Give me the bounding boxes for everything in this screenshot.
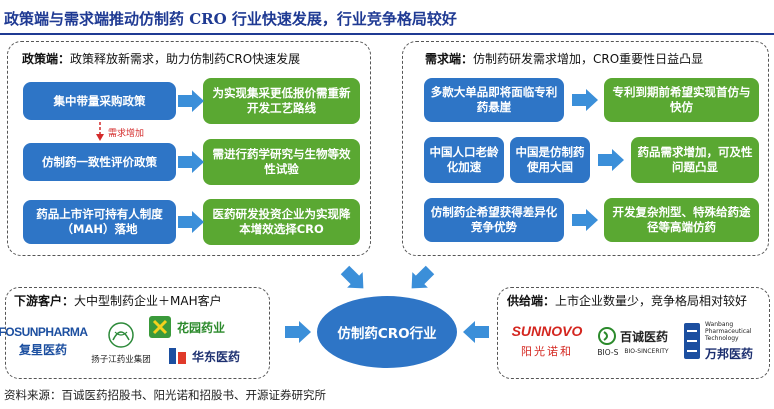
- arrow-right-icon: [178, 90, 204, 112]
- arrow-right-icon: [178, 151, 204, 173]
- huayuan-logo: 花园药业: [148, 314, 258, 340]
- bio-sincerity-logo: 百诚医药 BIO-S BIO-SINCERITY: [588, 318, 678, 366]
- yangzijiang-emblem-icon: [108, 321, 134, 348]
- policy-result-be-study: 需进行药学研究与生物等效性试验: [203, 139, 360, 185]
- policy-label: 政策端：: [22, 52, 71, 66]
- page-title: 政策端与需求端推动仿制药 CRO 行业快速发展，行业竞争格局较好: [4, 10, 457, 28]
- arrow-right-icon: [178, 211, 204, 233]
- arrow-right-icon: [285, 321, 311, 343]
- arrow-left-icon: [463, 321, 489, 343]
- demand-box-differentiation: 仿制药企希望获得差异化竞争优势: [424, 198, 564, 242]
- sunnovo-logo: SUNNOVO 阳光诺和: [508, 316, 586, 366]
- bio-s-logo-en: BIO-S: [597, 348, 619, 357]
- demand-panel-title: 需求端：仿制药研发需求增加，CRO重要性日益凸显: [425, 50, 703, 67]
- arrow-right-icon: [572, 89, 598, 111]
- bio-s-emblem-icon: [597, 327, 616, 345]
- policy-result-choose-cro: 医药研发投资企业为实现降本增效选择CRO: [203, 199, 360, 245]
- huadong-logo: 华东医药: [168, 345, 268, 367]
- huayuan-emblem-icon: [149, 316, 171, 338]
- policy-box-mah: 药品上市许可持有人制度（MAH）落地: [23, 200, 176, 244]
- demand-result-high-end: 开发复杂剂型、特殊给药途径等高端仿药: [604, 198, 759, 242]
- supply-label: 供给端：: [507, 294, 556, 308]
- title-underline: [0, 33, 774, 35]
- bio-s-logo-cn: 百诚医药: [619, 329, 668, 344]
- demand-desc: 仿制药研发需求增加，CRO重要性日益凸显: [473, 52, 704, 66]
- wanbang-emblem-icon: [684, 323, 700, 359]
- demand-increase-note: 需求增加: [108, 129, 145, 139]
- wanbang-logo-cn: 万邦医药: [705, 346, 754, 361]
- yangzijiang-logo-cn: 扬子江药业集团: [91, 354, 151, 365]
- wanbang-logo: Wanbang Pharmaceutical Technology 万邦医药: [682, 316, 768, 366]
- demand-box-generic-country: 中国是仿制药使用大国: [510, 137, 590, 183]
- demand-box-aging: 中国人口老龄化加速: [424, 137, 504, 183]
- wanbang-logo-en: Wanbang Pharmaceutical Technology: [705, 320, 752, 342]
- sunnovo-logo-en: SUNNOVO: [511, 323, 583, 339]
- policy-result-new-process: 为实现集采更低报价需重新开发工艺路线: [203, 78, 360, 124]
- downstream-label: 下游客户：: [14, 294, 75, 308]
- policy-box-centralized-procurement: 集中带量采购政策: [23, 82, 176, 120]
- arrow-right-icon: [572, 209, 598, 231]
- supply-desc: 上市企业数量少，竞争格局相对较好: [555, 294, 748, 308]
- downstream-desc: 大中型制药企业＋MAH客户: [74, 294, 222, 308]
- fosun-logo-en: FOSUNPHARMA: [0, 324, 88, 339]
- huadong-emblem-icon: [169, 348, 186, 364]
- huadong-logo-cn: 华东医药: [192, 349, 241, 364]
- bio-s-logo-sub: BIO-SINCERITY: [624, 348, 669, 355]
- supply-panel-title: 供给端：上市企业数量少，竞争格局相对较好: [507, 292, 747, 309]
- arrow-down-right-icon: [337, 262, 372, 297]
- yangzijiang-logo: 扬子江药业集团: [84, 314, 158, 370]
- policy-desc: 政策释放新需求，助力仿制药CRO快速发展: [70, 52, 301, 66]
- sunnovo-logo-cn: 阳光诺和: [521, 345, 573, 358]
- arrow-right-icon: [598, 149, 624, 171]
- policy-panel-title: 政策端：政策释放新需求，助力仿制药CRO快速发展: [22, 50, 300, 67]
- huayuan-logo-cn: 花园药业: [177, 320, 226, 335]
- fosun-logo-cn: 复星医药: [18, 342, 67, 357]
- demand-label: 需求端：: [425, 52, 474, 66]
- fosun-pharma-logo: FOSUNPHARMA 复星医药: [0, 318, 88, 364]
- demand-result-first-generic: 专利到期前希望实现首仿与快仿: [604, 78, 759, 122]
- demand-result-accessibility: 药品需求增加，可及性问题凸显: [631, 137, 759, 183]
- center-generic-cro-industry: 仿制药CRO行业: [317, 296, 457, 368]
- increase-arrowhead-icon: [96, 134, 104, 141]
- supply-panel: [497, 287, 770, 379]
- source-note: 资料来源：百诚医药招股书、阳光诺和招股书、开源证券研究所: [4, 388, 326, 402]
- downstream-panel: [5, 287, 270, 379]
- downstream-panel-title: 下游客户：大中型制药企业＋MAH客户: [14, 292, 222, 309]
- demand-box-patent-cliff: 多款大单品即将面临专利药悬崖: [424, 78, 564, 122]
- arrow-down-left-icon: [403, 262, 438, 297]
- policy-box-consistency-evaluation: 仿制药一致性评价政策: [23, 143, 176, 181]
